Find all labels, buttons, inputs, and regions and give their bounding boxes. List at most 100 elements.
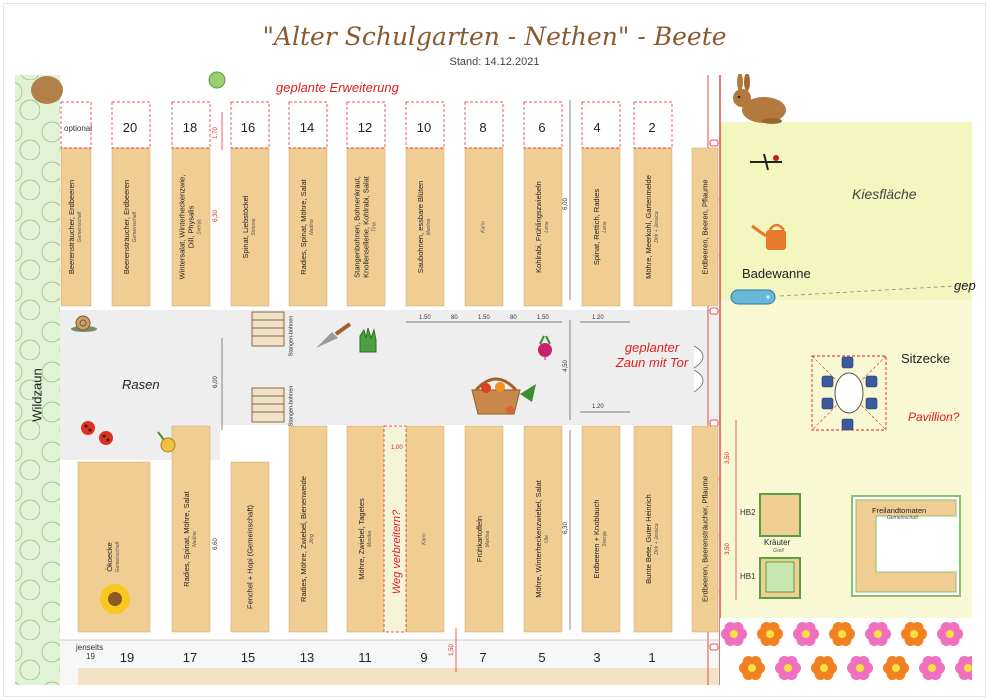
bed-number-bottom: 11 [358,650,372,665]
bed-top [691,147,719,307]
bed-label-line: Ökoecke [105,542,114,572]
sunflower-icon [100,584,130,614]
onion-icon [157,431,176,453]
label-hb2: HB2 [740,508,756,517]
dim-label: 6,30 [563,522,569,534]
bed-label-line: Kohlrabi, Frühlingszwiebeln [534,181,543,273]
bed-owner: Nadine [192,531,198,547]
bed-label-line: Spinat, Rettich, Radies [592,188,601,266]
page-title: "Alter Schulgarten - Nethen" - Beete [262,22,727,51]
chair-icon [821,397,834,410]
label-badewanne: Badewanne [742,266,811,281]
chair-icon [865,397,878,410]
bed-label-line: Erdbeeren + Knoblauch [592,499,601,579]
bed-number-bottom: 1 [648,650,656,665]
hochbeet-2 [759,493,801,537]
bed-label-line: Spinat, Liebstöckel [241,195,250,259]
bed-owner: Monika [367,530,373,548]
bed-label-line: Knollensellerie, Kohlrabi, Salat [361,176,371,278]
dim-label: 1.50 [478,315,490,321]
planned-extension [288,101,328,149]
snail-icon [71,315,97,332]
bed-owner: Simone [251,218,257,236]
bed-label-line: Beerensträucher, Erdbeeren [122,179,131,275]
fence-post [709,419,719,427]
page-subtitle: Stand: 14.12.2021 [449,56,540,68]
label-zaun-line2: Zaun mit Tor [615,355,689,370]
label-kraeuter-sub: Grell [773,548,784,554]
bed-owner: Karin [421,533,428,545]
bed-label-line: Beerensträucher, Erdbeeren [67,179,76,275]
bed-label-line: Stangenbohnen, Bohnenkraut, [352,176,362,278]
planned-extension [346,101,386,149]
flower-icon [793,621,819,647]
bed-number-bottom: 15 [240,650,256,665]
bed-bottom [288,425,328,633]
dim-label: 6,30 [213,210,219,222]
watering-can-icon [751,223,786,250]
flower-icon [811,655,837,681]
bed-top [60,147,92,307]
bed-label-line: Radies, Spinat, Möhre, Salat [299,179,308,275]
flower-icon [829,621,855,647]
path-widening [383,425,407,633]
flower-icon [919,655,945,681]
bed-number-bottom: 19 [119,650,135,665]
bed-top [464,147,504,307]
gate [693,345,704,393]
chair-icon [841,356,854,369]
planned-extension [111,101,151,149]
bed-number-bottom: 13 [299,650,315,665]
label-zaun-line1: geplanter [624,340,680,355]
bed-owner: Gemeinschaft [132,211,138,243]
bed-number-top: 20 [122,120,138,135]
bed-owner: Gemeinschaft [77,211,83,243]
flower-icon [739,655,765,681]
bed-label-line: Saubohnen, essbare Blüten [416,180,425,274]
bed-label-line: Radies, Möhre, Zwiebel, Bienenweide [299,476,308,602]
ladybug-icon [81,421,113,445]
bed-label: Erdbeeren, Beerensträucher, Pflaume [701,476,710,602]
table-icon [834,372,864,414]
bed-bottom [405,425,445,633]
label-optional: optional [64,124,93,133]
bed-top [171,147,211,307]
bed-label-line: Erdbeeren, Beerensträucher, Pflaume [700,476,710,602]
bed-number-bottom: 5 [538,650,546,665]
bed-number-top: 12 [357,120,373,135]
chair-icon [865,375,878,388]
bed-label-line: Möhre, Zwiebel, Tagetes [357,498,366,580]
label-jenseits: jenseits [76,643,104,652]
bed-label-line: Wintersalat, Winterheckenzwie, [177,174,187,280]
chair-icon [821,375,834,388]
bed-label-line: Radies, Spinat, Möhre, Salat [182,491,191,587]
bed-top [288,147,328,307]
bed-owner: Svenja [196,219,203,235]
bed-owner: Nadine [309,219,315,235]
bed-top [405,147,445,307]
flower-icon [775,655,801,681]
flower-icon [937,621,963,647]
bed-label-line: Möhre, Meerkohl, Gartenmelde [644,175,653,279]
bed-label-line: Frühkartoffeln [475,515,484,563]
label-wildzaun: Wildzaun [29,368,45,422]
dim-label: 6,60 [213,538,219,550]
label-geplante-erweiterung: geplante Erweiterung [276,80,399,95]
dim-label: 4,50 [563,360,569,372]
dim-label: 80 [510,315,517,321]
label-kiesflaeche: Kiesfläche [852,186,917,202]
bed-label-line: Erdbeeren, Beeren, Pflaume [700,179,710,275]
hochbeet-1-inner [765,561,795,593]
bed-owner: Svenja [602,531,608,547]
chair-icon [841,418,854,431]
flower-icon [847,655,873,681]
bed-label-line: Bunte Bete, Guter Heinrich [644,494,653,584]
bed-bottom [633,425,673,633]
bed-number-top: 2 [648,120,656,135]
